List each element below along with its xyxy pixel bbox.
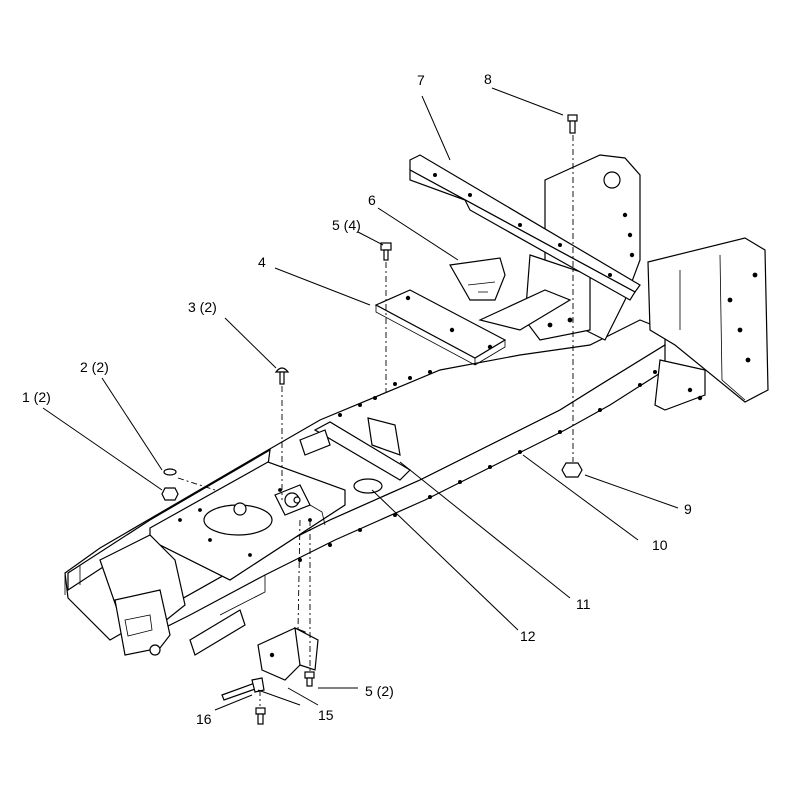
item-16-pin [221, 682, 259, 701]
callout-2: 2 (2) [80, 359, 109, 375]
callout-9: 9 [684, 501, 692, 517]
callout-3: 3 (2) [188, 299, 217, 315]
callout-15: 15 [318, 707, 334, 723]
callout-12: 12 [520, 628, 536, 644]
callout-4: 4 [258, 254, 266, 270]
callout-6: 6 [368, 192, 376, 208]
callout-1: 1 (2) [22, 389, 51, 405]
item-16-clip [251, 677, 265, 693]
rear-side-panel [647, 237, 769, 411]
callout-8: 8 [484, 71, 492, 87]
front-lower-bracket [64, 534, 246, 656]
callout-5-2: 5 (2) [365, 683, 394, 699]
fasteners [161, 114, 583, 725]
alignment-lines [177, 135, 574, 706]
callout-5-4: 5 (4) [332, 217, 361, 233]
callout-labels: 1 (2) 2 (2) 3 (2) 4 5 (4) 5 (2) 6 7 8 9 … [22, 71, 692, 727]
callout-16: 16 [196, 711, 212, 727]
item-7-angle-bracket [409, 154, 641, 301]
callout-11: 11 [576, 596, 591, 612]
callout-10: 10 [652, 537, 668, 553]
rail-holes [297, 369, 658, 563]
item-4-plate [374, 289, 507, 366]
leader-lines [42, 87, 679, 711]
item-6-bracket [449, 257, 506, 301]
callout-7: 7 [417, 72, 425, 88]
item-11-linkage [274, 417, 411, 526]
middle-support [478, 289, 572, 331]
